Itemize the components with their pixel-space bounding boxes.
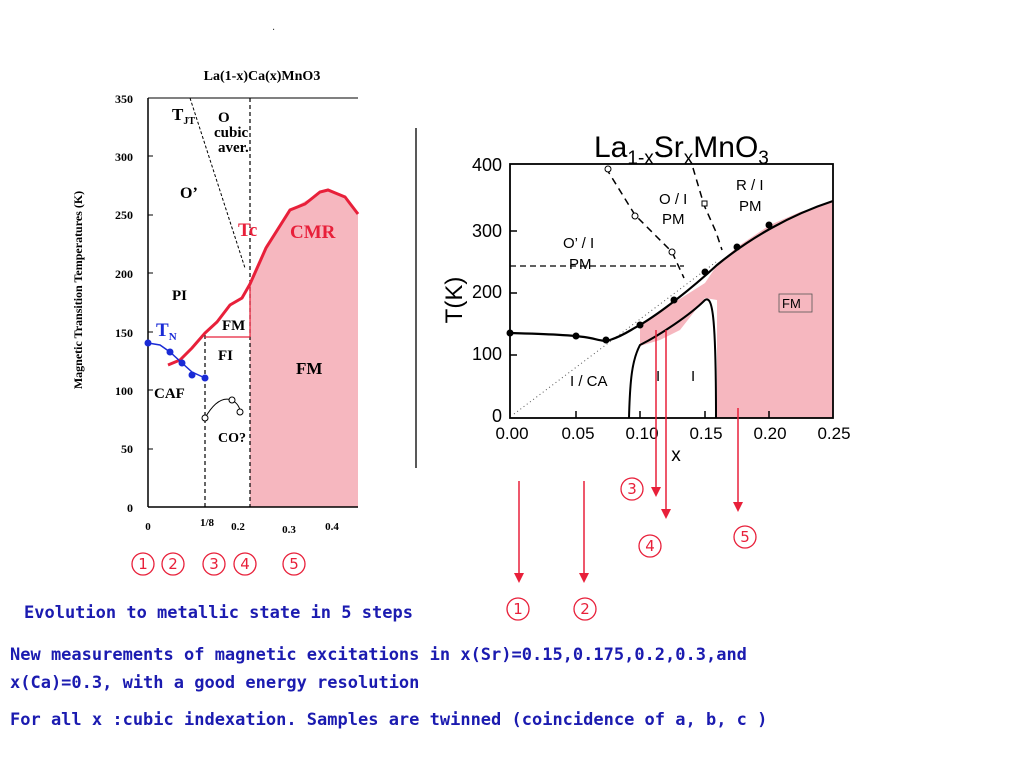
step-marker: 1 xyxy=(131,552,155,576)
left-ytick: 0 xyxy=(127,501,133,515)
right-label-o-i: O / I xyxy=(659,191,687,208)
right-fm-region xyxy=(717,202,833,418)
right-xtick: 0.15 xyxy=(689,424,722,443)
right-xtick: 0.25 xyxy=(817,424,850,443)
svg-text:3: 3 xyxy=(209,555,219,573)
left-label-tn: TN xyxy=(156,320,177,343)
left-ytick: 150 xyxy=(115,326,133,340)
right-y-axis-label: T(K) xyxy=(441,277,468,324)
right-fm-label-box xyxy=(778,293,813,313)
right-ica-dome xyxy=(628,298,717,419)
left-label-fm-big: FM xyxy=(296,359,322,378)
svg-text:4: 4 xyxy=(645,537,655,555)
left-xtick: 0.2 xyxy=(231,521,245,533)
right-label-pm: PM xyxy=(662,211,685,228)
left-label-cmr: CMR xyxy=(290,222,336,243)
svg-text:5: 5 xyxy=(740,528,750,546)
step-marker: 5 xyxy=(733,525,757,549)
svg-text:3: 3 xyxy=(627,480,637,498)
left-ytick: 350 xyxy=(115,92,133,106)
right-fm-band xyxy=(640,265,717,346)
step-arrows xyxy=(514,330,743,583)
left-label-tc: Tc xyxy=(238,220,257,241)
right-xtick: 0.05 xyxy=(561,424,594,443)
left-tc-line xyxy=(167,188,360,367)
left-label-fm-small: FM xyxy=(222,318,245,334)
right-tc-points xyxy=(506,221,773,344)
svg-text:1: 1 xyxy=(513,600,523,618)
svg-text:4: 4 xyxy=(240,555,250,573)
right-label-i-ca: I / CA xyxy=(570,373,608,390)
right-tc-curve xyxy=(509,199,834,342)
right-label-oprime-i: O’ / I xyxy=(563,235,594,252)
left-ytick: 200 xyxy=(115,267,133,281)
left-label-fi: FI xyxy=(218,348,233,364)
left-y-axis-label: Magnetic Transition Temperatures (K) xyxy=(71,191,85,389)
right-r-boundary xyxy=(692,167,723,251)
right-o-boundary xyxy=(605,167,685,279)
left-chart-title: La(1-x)Ca(x)MnO3 xyxy=(204,69,321,84)
left-xtick: 0.4 xyxy=(325,521,339,533)
right-label-pm: PM xyxy=(569,256,592,273)
right-label-i: I xyxy=(691,368,695,385)
left-label-co: CO? xyxy=(218,431,246,446)
svg-text:1: 1 xyxy=(138,555,148,573)
step-marker: 5 xyxy=(282,552,306,576)
right-label-r-i: R / I xyxy=(736,177,764,194)
right-chart-title: La1-xSrxMnO3 xyxy=(594,131,769,169)
right-x-axis-label: x xyxy=(671,445,681,466)
left-fm-region xyxy=(250,190,358,507)
step-marker: 4 xyxy=(233,552,257,576)
left-label-aver: aver. xyxy=(218,140,249,156)
left-step-markers: 1 2 3 4 5 xyxy=(131,552,306,576)
right-ytick: 200 xyxy=(472,282,502,302)
left-xtick: 0 xyxy=(145,521,151,533)
svg-text:2: 2 xyxy=(580,600,590,618)
left-label-cubic: cubic xyxy=(214,125,249,141)
top-dot: . xyxy=(272,22,275,33)
left-label-tjt: TJT xyxy=(172,105,195,127)
left-label-o: O xyxy=(218,110,230,126)
left-ytick: 300 xyxy=(115,150,133,164)
left-ytick: 50 xyxy=(121,442,133,456)
left-chart: 350 300 250 200 150 100 50 0 0 1/8 0.2 0… xyxy=(71,69,360,536)
step-marker: 4 xyxy=(638,534,662,558)
caption-measurements-line1: New measurements of magnetic excitations… xyxy=(10,645,747,665)
step-marker: 3 xyxy=(620,477,644,501)
caption-cubic-indexation: For all x :cubic indexation. Samples are… xyxy=(10,710,768,730)
step-marker: 1 xyxy=(506,597,530,621)
left-label-pi: PI xyxy=(172,288,187,304)
svg-text:5: 5 xyxy=(289,555,299,573)
svg-text:2: 2 xyxy=(168,555,178,573)
right-xtick: 0.20 xyxy=(753,424,786,443)
left-label-caf: CAF xyxy=(154,386,185,402)
left-xtick: 0.3 xyxy=(282,524,296,536)
right-xtick: 0.00 xyxy=(495,424,528,443)
right-ytick: 400 xyxy=(472,155,502,175)
right-label-fm: FM xyxy=(782,296,801,311)
right-label-i: I xyxy=(656,368,660,385)
right-chart: 400 300 200 100 0 0.00 0.05 0.10 0.15 0.… xyxy=(441,131,851,466)
right-plot-frame xyxy=(509,163,834,419)
right-label-pm: PM xyxy=(739,198,762,215)
right-ytick: 0 xyxy=(492,406,502,426)
left-tn-points xyxy=(144,339,209,382)
caption-measurements-line2: x(Ca)=0.3, with a good energy resolution xyxy=(10,673,420,693)
right-ytick: 300 xyxy=(472,221,502,241)
right-ytick: 100 xyxy=(472,344,502,364)
left-ytick: 100 xyxy=(115,384,133,398)
left-label-oprime: O’ xyxy=(180,185,198,202)
left-ytick: 250 xyxy=(115,208,133,222)
step-marker: 2 xyxy=(573,597,597,621)
step-marker: 3 xyxy=(202,552,226,576)
left-xtick: 1/8 xyxy=(200,517,215,529)
right-step-markers: 1 2 3 4 5 xyxy=(506,477,757,621)
caption-evolution: Evolution to metallic state in 5 steps xyxy=(24,603,413,623)
step-marker: 2 xyxy=(161,552,185,576)
caption-measurements: New measurements of magnetic excitations… xyxy=(10,641,747,697)
right-xtick: 0.10 xyxy=(625,424,658,443)
